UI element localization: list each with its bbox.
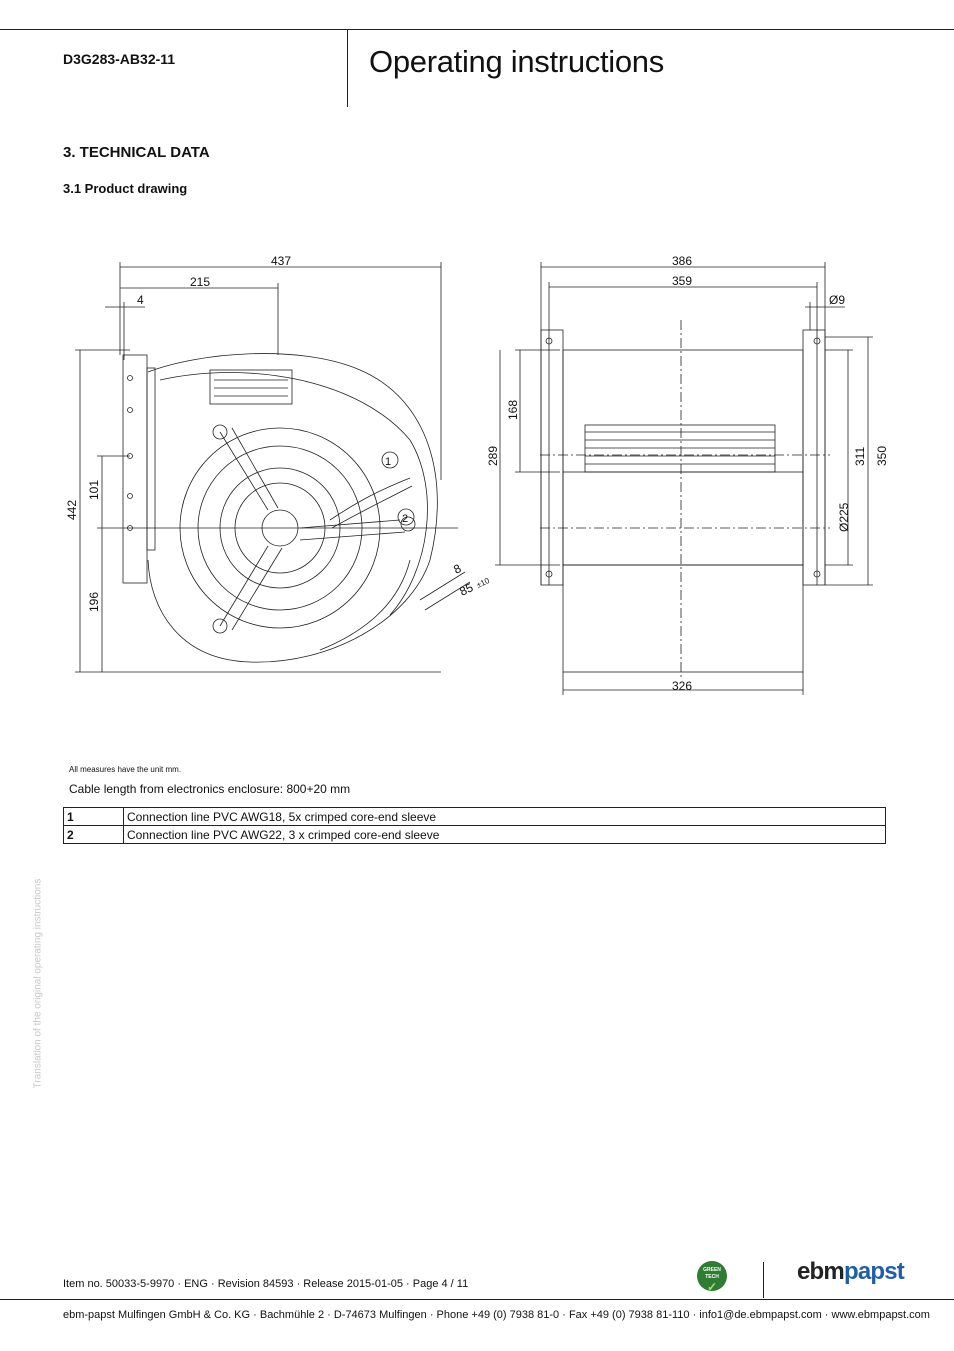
dim-tolerance: ±10 bbox=[475, 576, 491, 590]
dim-350: 350 bbox=[875, 446, 889, 466]
legend-text: Connection line PVC AWG18, 5x crimped co… bbox=[123, 807, 886, 826]
item-info-line: Item no. 50033-5-9970 · ENG · Revision 8… bbox=[63, 1278, 469, 1290]
dim-diameter-225: Ø225 bbox=[837, 502, 851, 532]
dim-168: 168 bbox=[506, 400, 520, 420]
legend-number: 1 bbox=[63, 807, 124, 826]
dim-85: 85 bbox=[457, 580, 475, 598]
header-divider bbox=[347, 29, 348, 107]
page-title: Operating instructions bbox=[369, 44, 664, 79]
callout-2: 2 bbox=[402, 513, 408, 525]
dim-196: 196 bbox=[87, 592, 101, 612]
company-footer: ebm-papst Mulfingen GmbH & Co. KG · Bach… bbox=[63, 1309, 930, 1321]
dim-437: 437 bbox=[271, 254, 291, 268]
dim-326: 326 bbox=[672, 679, 692, 693]
product-drawing: 437 215 4 442 101 196 8 85 ±10 1 2 386 3… bbox=[65, 254, 889, 695]
subsection-heading: 3.1 Product drawing bbox=[63, 181, 188, 196]
table-row: 2 Connection line PVC AWG22, 3 x crimped… bbox=[63, 825, 886, 844]
greentech-logo: GREEN TECH ✓ bbox=[697, 1261, 727, 1294]
dim-4: 4 bbox=[137, 293, 144, 307]
callout-1: 1 bbox=[385, 456, 391, 468]
translation-sidenote: Translation of the original operating in… bbox=[32, 878, 44, 1089]
units-note: All measures have the unit mm. bbox=[69, 765, 182, 774]
legend-text: Connection line PVC AWG22, 3 x crimped c… bbox=[123, 825, 886, 844]
dim-8: 8 bbox=[451, 561, 463, 577]
dim-215: 215 bbox=[190, 275, 210, 289]
section-heading: 3. TECHNICAL DATA bbox=[63, 144, 210, 161]
checkmark-icon: ✓ bbox=[706, 1280, 718, 1294]
dim-101: 101 bbox=[87, 480, 101, 500]
dim-diameter-9: Ø9 bbox=[829, 293, 845, 307]
table-row: 1 Connection line PVC AWG18, 5x crimped … bbox=[63, 807, 886, 826]
logo-divider bbox=[763, 1262, 764, 1298]
dim-289: 289 bbox=[486, 446, 500, 466]
cable-length-note: Cable length from electronics enclosure:… bbox=[69, 782, 351, 796]
legend-number: 2 bbox=[63, 825, 124, 844]
footer-rule bbox=[0, 1299, 954, 1300]
dim-386: 386 bbox=[672, 254, 692, 268]
dim-359: 359 bbox=[672, 274, 692, 288]
model-number: D3G283-AB32-11 bbox=[63, 51, 176, 67]
dim-311: 311 bbox=[853, 447, 867, 466]
ebmpapst-logo: ebmpapst bbox=[797, 1258, 905, 1285]
legend-table: 1 Connection line PVC AWG18, 5x crimped … bbox=[63, 807, 886, 844]
dim-442: 442 bbox=[65, 500, 79, 520]
header-top-rule bbox=[0, 29, 954, 30]
